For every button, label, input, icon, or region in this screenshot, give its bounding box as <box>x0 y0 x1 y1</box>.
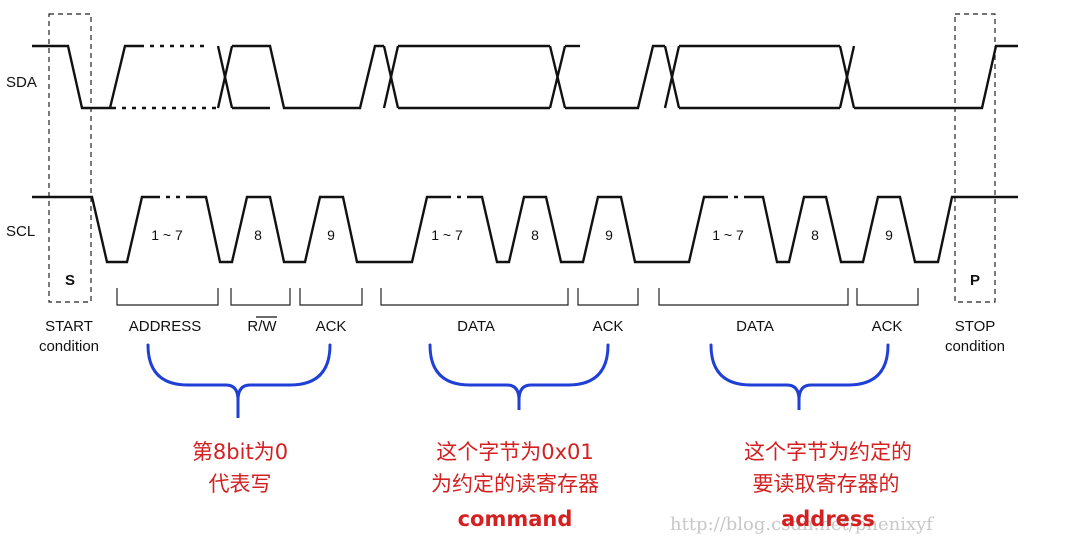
note3-line1: 这个字节为约定的 <box>744 440 912 464</box>
ack1-bit-label: 9 <box>327 227 335 243</box>
stop-condition-line1: STOP <box>955 318 996 335</box>
scl-waveform <box>32 195 1018 264</box>
data1-bit8-label: 8 <box>531 227 539 243</box>
note1-line2: 代表写 <box>209 472 272 496</box>
segment-brackets <box>116 288 919 306</box>
data2-bits-label: 1 ~ 7 <box>712 227 744 243</box>
data2-bit8-label: 8 <box>811 227 819 243</box>
stop-marker: P <box>970 272 980 289</box>
ack1-label: ACK <box>316 318 347 335</box>
ack2-bit-label: 9 <box>605 227 613 243</box>
stop-condition-box <box>954 13 996 303</box>
stop-condition-line2: condition <box>945 338 1005 355</box>
rw-label: R/W <box>247 318 277 335</box>
ack3-label: ACK <box>872 318 903 335</box>
data1-bits-label: 1 ~ 7 <box>431 227 463 243</box>
rw-bit-label: 8 <box>254 227 262 243</box>
start-marker: S <box>65 272 75 289</box>
start-condition-box <box>48 13 92 303</box>
note3-line2: 要读取寄存器的 <box>753 472 900 496</box>
data1-label: DATA <box>457 318 495 335</box>
scl-label: SCL <box>6 223 35 240</box>
note2-line2: 为约定的读寄存器 <box>431 472 599 496</box>
start-condition-line2: condition <box>39 338 99 355</box>
address-label: ADDRESS <box>129 318 202 335</box>
brace-address-rw <box>146 343 332 418</box>
sda-waveform <box>32 44 1018 110</box>
brace-data1 <box>428 343 610 410</box>
sda-label: SDA <box>6 74 37 91</box>
note2-line3: command <box>458 507 573 531</box>
brace-data2 <box>709 343 890 410</box>
note3-line3: address <box>781 507 875 531</box>
ack3-bit-label: 9 <box>885 227 893 243</box>
note2-line1: 这个字节为0x01 <box>436 440 594 464</box>
watermark: http://blog.csdn.net/phenixyf <box>670 514 934 535</box>
ack2-label: ACK <box>593 318 624 335</box>
data2-label: DATA <box>736 318 774 335</box>
note1-line1: 第8bit为0 <box>192 440 288 464</box>
start-condition-line1: START <box>45 318 93 335</box>
address-bits-label: 1 ~ 7 <box>151 227 183 243</box>
